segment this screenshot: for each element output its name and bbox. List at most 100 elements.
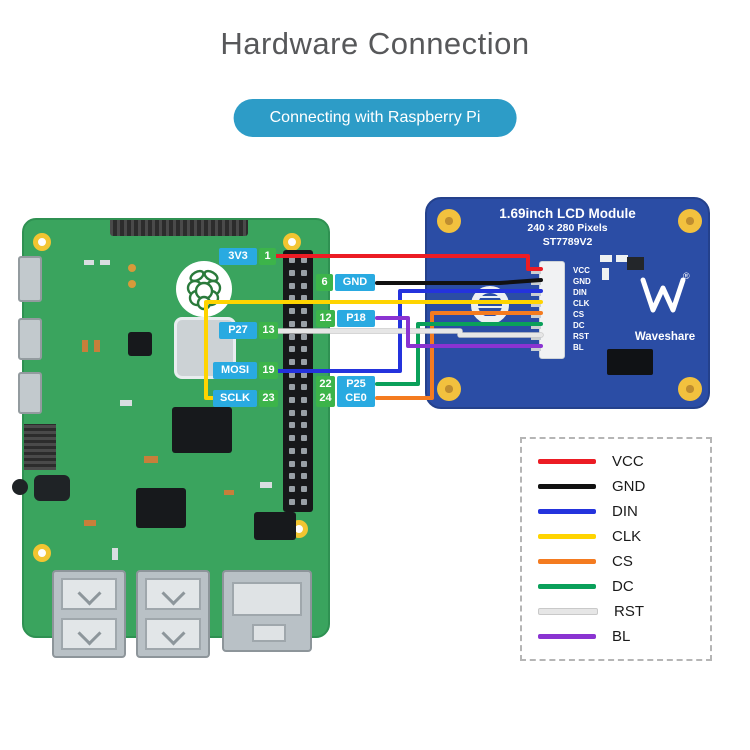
header-pin [531,270,541,274]
raspberry-icon [186,269,222,311]
poe-pin [128,264,136,272]
lcd-pin-label-din: DIN [573,288,587,297]
gpio-pin [289,473,295,480]
usb-port [52,570,126,658]
header-pin [531,281,541,285]
mounting-hole [283,233,301,251]
pin-name: GND [335,274,375,291]
smd-component [600,255,612,262]
gpio-pin [289,282,295,289]
header-pin [531,347,541,351]
camera-connector [110,220,248,236]
smd-component [94,340,100,352]
ethernet-notch [252,624,286,642]
gpio-pin [301,409,307,416]
small-chip [128,332,152,356]
smd-chip [627,257,644,270]
gpio-pin [289,320,295,327]
smd-component [112,548,118,560]
legend-swatch-gnd [538,484,596,489]
mounting-hole [678,209,702,233]
lcd-pin-label-gnd: GND [573,277,591,286]
legend-swatch-vcc [538,459,596,464]
gpio-pin [301,473,307,480]
smd-component [260,482,272,488]
gpio-pin [289,371,295,378]
gpio-pin [301,333,307,340]
gpio-pin [289,308,295,315]
pin-name: CE0 [337,390,375,407]
legend-swatch-cs [538,559,596,564]
brand-name: Waveshare [634,331,696,343]
gpio-pin [301,257,307,264]
legend-row: GND [538,478,694,495]
legend-label: DC [612,578,634,595]
usb-opening [145,578,201,610]
legend-label: VCC [612,453,644,470]
gpio-pin [301,371,307,378]
gpio-pin [301,384,307,391]
ethernet-port [222,570,312,652]
gpio-pin [289,435,295,442]
header-pin [531,325,541,329]
micro-hdmi-port [18,372,42,414]
legend-row: BL [538,628,694,645]
smd-component [84,260,94,265]
lcd-pin-label-cs: CS [573,310,585,319]
gpio-pin [301,282,307,289]
legend-swatch-rst [538,608,598,615]
mounting-hole [437,377,461,401]
poe-pin [128,280,136,288]
usb-controller-chip [254,512,296,540]
gpio-pin [301,422,307,429]
pin-name: P25 [337,376,375,393]
lcd-module-title: 1.69inch LCD Module [499,206,636,221]
gpio-pin [289,397,295,404]
usb-opening [145,618,201,650]
legend-row: DC [538,578,694,595]
waveshare-logo-icon [640,277,686,313]
smd-component [120,400,132,406]
legend-label: GND [612,478,646,495]
gpio-pin [301,447,307,454]
lcd-resolution: 240 × 280 Pixels [527,222,608,234]
legend-label: CS [612,553,633,570]
gpio-pin [289,270,295,277]
usb-contact-icon [76,621,102,646]
gpio-pin [289,333,295,340]
soc-chip [174,317,236,379]
micro-hdmi-port [18,318,42,360]
gpio-pin [301,485,307,492]
gpio-pin [301,435,307,442]
gpio-pin [289,384,295,391]
lcd-pin-label-vcc: VCC [573,266,590,275]
smd-component [616,255,628,262]
gpio-pin [289,485,295,492]
legend-row: CLK [538,528,694,545]
header-pin [531,303,541,307]
smd-component [84,520,96,526]
raspberry-pi-board [12,218,330,658]
gpio-pin [301,270,307,277]
mounting-hole [33,544,51,562]
page-title: Hardware Connection [220,26,530,61]
legend-row: RST [538,603,694,620]
lcd-pin-header [531,261,565,359]
legend-label: BL [612,628,631,645]
gpio-pin [301,460,307,467]
lcd-pin-label-clk: CLK [573,299,590,308]
legend-label: RST [614,603,644,620]
ram-chip [172,407,232,453]
usb-opening [61,578,117,610]
legend-row: VCC [538,453,694,470]
driver-chip [607,349,653,375]
gpio-pin [301,498,307,505]
lcd-controller: ST7789V2 [542,236,593,248]
gpio-pin [289,346,295,353]
inductor-component [471,286,509,324]
mounting-hole [437,209,461,233]
lcd-pin-label-rst: RST [573,332,589,341]
smd-component [82,340,88,352]
smd-component [602,268,609,280]
